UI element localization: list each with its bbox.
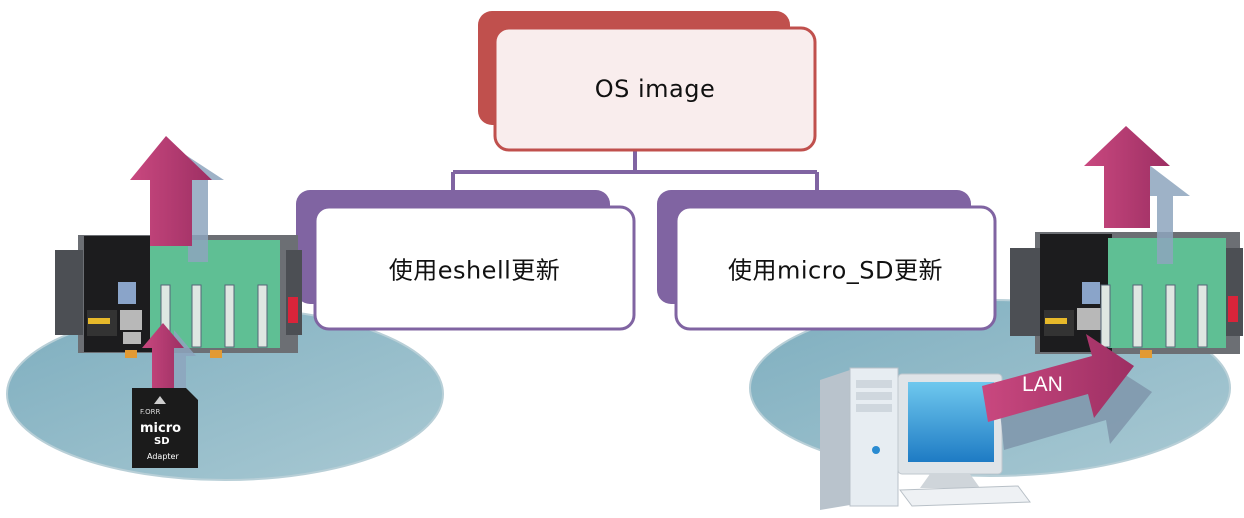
left-sd-insert-arrow bbox=[142, 323, 196, 398]
sd-caption: Adapter bbox=[147, 452, 179, 461]
pc-computer-icon bbox=[820, 367, 1031, 510]
root-node: OS image bbox=[495, 28, 815, 150]
child-box-eshell bbox=[313, 205, 636, 331]
sd-brand-label: F.ORR bbox=[140, 408, 161, 416]
right-upload-arrow bbox=[1084, 126, 1190, 264]
child-node-eshell: 使用eshell更新 bbox=[315, 207, 634, 329]
lan-label: LAN bbox=[1022, 373, 1063, 396]
lan-arrow bbox=[982, 334, 1152, 450]
child-node-eshell-label: 使用eshell更新 bbox=[388, 256, 561, 285]
root-node-label: OS image bbox=[594, 75, 716, 103]
child-node-microsd: 使用micro_SD更新 bbox=[676, 207, 995, 329]
left-upload-arrow bbox=[130, 136, 224, 262]
left-controller-device bbox=[55, 235, 302, 358]
tree-connectors bbox=[451, 150, 819, 192]
child-box-microsd bbox=[674, 205, 997, 331]
root-box bbox=[493, 26, 817, 152]
sd-logo-bottom: SD bbox=[154, 436, 170, 447]
right-controller-device bbox=[1010, 232, 1243, 358]
microsd-card-icon bbox=[132, 388, 198, 468]
child-node-microsd-label: 使用micro_SD更新 bbox=[728, 256, 943, 285]
sd-logo-top: micro bbox=[140, 421, 182, 436]
